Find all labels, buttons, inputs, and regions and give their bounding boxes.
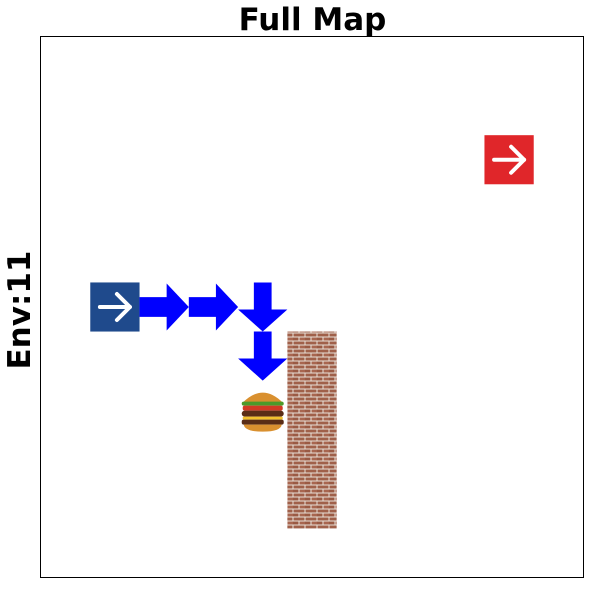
start-tile	[90, 282, 140, 332]
env-label-container: Env:11	[2, 200, 38, 420]
goal-tile	[484, 135, 534, 185]
env-label: Env:11	[2, 250, 38, 370]
arrow-right-icon	[97, 292, 132, 322]
path-arrow-right-icon	[139, 283, 189, 331]
brick-wall-icon	[287, 478, 337, 529]
arrow-right-icon	[492, 144, 527, 175]
board-canvas	[90, 135, 534, 529]
brick-wall-icon	[287, 429, 337, 480]
map-title: Full Map	[238, 2, 387, 38]
game-board	[40, 36, 584, 578]
brick-wall-icon	[287, 331, 337, 382]
path-arrow-down-icon	[238, 282, 288, 332]
burger-icon	[241, 392, 284, 432]
path-arrow-right-icon	[188, 283, 239, 331]
path-arrow-down-icon	[238, 331, 288, 381]
brick-wall-icon	[287, 380, 337, 431]
